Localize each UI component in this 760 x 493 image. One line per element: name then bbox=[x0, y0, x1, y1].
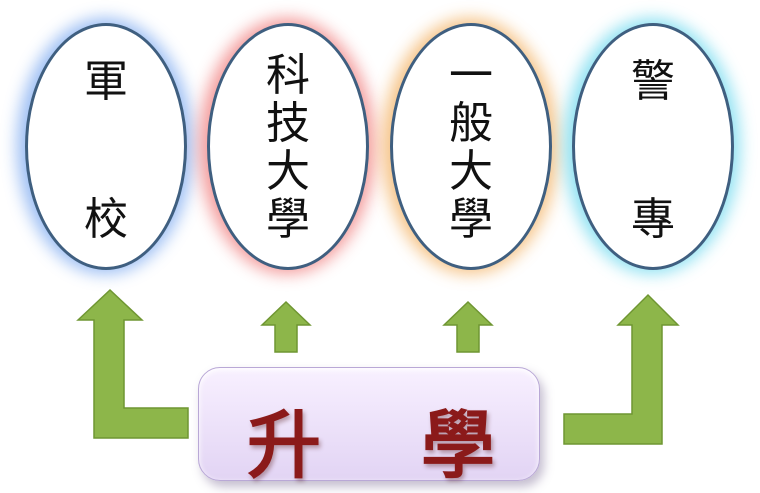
node-military-school bbox=[25, 23, 187, 270]
label-general-university-1: 一 bbox=[449, 50, 493, 101]
label-military-school-2: 校 bbox=[84, 194, 128, 245]
label-general-university-3: 大 bbox=[449, 146, 493, 197]
node-tech-university bbox=[207, 23, 369, 270]
center-node-further-study: 升 學 bbox=[198, 367, 540, 489]
label-general-university-2: 般 bbox=[449, 98, 493, 149]
label-tech-university-4: 學 bbox=[266, 194, 310, 245]
label-military-school-1: 軍 bbox=[84, 56, 128, 107]
node-general-university bbox=[390, 23, 552, 270]
label-tech-university-1: 科 bbox=[266, 50, 310, 101]
label-tech-university-2: 技 bbox=[266, 98, 310, 149]
arrow-to-police-college bbox=[563, 293, 680, 445]
node-police-college bbox=[572, 23, 734, 270]
label-general-university-4: 學 bbox=[449, 194, 493, 245]
arrow-to-military-school bbox=[76, 288, 189, 439]
center-label-right: 學 bbox=[421, 403, 495, 489]
arrow-to-general-university bbox=[442, 300, 494, 353]
arrow-to-tech-university bbox=[260, 300, 312, 353]
center-label-left: 升 bbox=[247, 403, 321, 489]
label-police-college-1: 警 bbox=[631, 56, 675, 107]
label-tech-university-3: 大 bbox=[266, 146, 310, 197]
label-police-college-2: 專 bbox=[631, 194, 675, 245]
